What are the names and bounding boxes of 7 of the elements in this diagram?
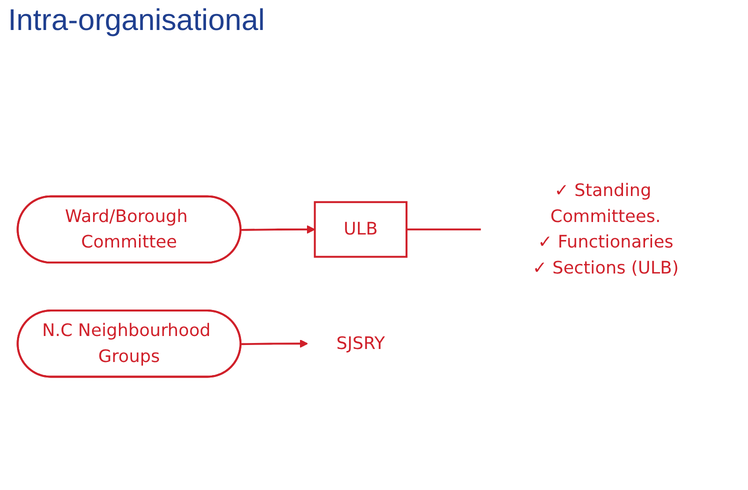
node-text: ✓ Standing Committees. ✓ Functionaries ✓ Sections (ULB) <box>532 180 679 278</box>
node-box: ULB <box>314 201 408 258</box>
node-text: SJSRY <box>336 334 385 354</box>
arrow <box>240 225 316 234</box>
arrow <box>240 339 308 348</box>
diagram-title: Intra-organisational <box>8 4 265 38</box>
connector <box>406 228 481 230</box>
